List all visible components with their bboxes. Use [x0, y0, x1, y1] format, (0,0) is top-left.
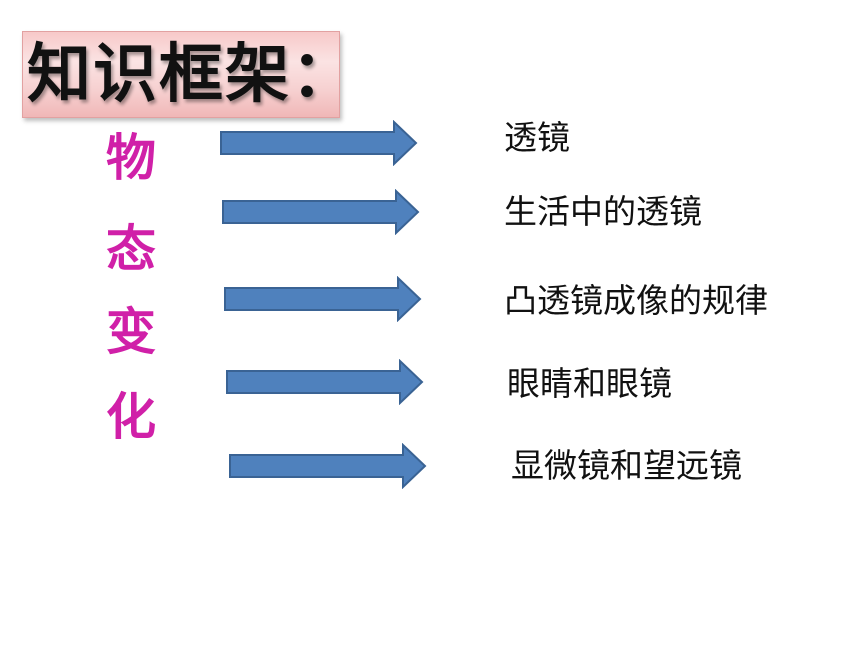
- item-lens: 透镜: [504, 118, 570, 157]
- arrow-5-icon: [229, 443, 427, 489]
- vertical-char-4: 化: [106, 388, 156, 446]
- item-convex-lens-imaging: 凸透镜成像的规律: [504, 281, 768, 320]
- arrow-2-icon: [222, 189, 420, 235]
- item-lenses-in-life: 生活中的透镜: [504, 192, 702, 231]
- arrow-1-icon: [220, 120, 418, 166]
- vertical-char-3: 变: [106, 303, 156, 361]
- page-title: 知识框架：: [27, 37, 357, 112]
- vertical-char-2: 态: [106, 220, 156, 278]
- arrow-3-icon: [224, 276, 422, 322]
- item-eyes-and-glasses: 眼睛和眼镜: [507, 364, 672, 403]
- arrow-4-icon: [226, 359, 424, 405]
- item-microscope-telescope: 显微镜和望远镜: [511, 446, 742, 485]
- title-banner: 知识框架：: [22, 31, 355, 118]
- vertical-char-1: 物: [106, 129, 156, 187]
